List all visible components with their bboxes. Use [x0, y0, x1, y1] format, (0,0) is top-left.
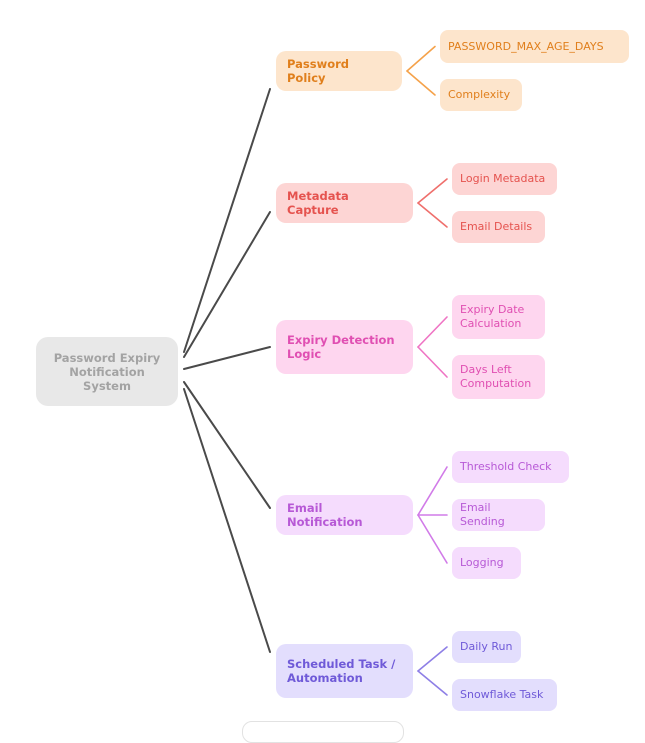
leaf-node[interactable]: PASSWORD_MAX_AGE_DAYS	[440, 30, 629, 63]
connector-root-metadata-capture	[183, 211, 271, 358]
connector-password-policy-1	[406, 70, 436, 96]
connector-root-scheduled-task-automation	[183, 388, 271, 653]
connector-scheduled-task-automation-0	[417, 646, 448, 672]
leaf-node[interactable]: Days Left Computation	[452, 355, 545, 399]
connector-root-password-policy	[183, 88, 271, 353]
root-node[interactable]: Password Expiry Notification System	[36, 337, 178, 406]
connector-metadata-capture-1	[417, 202, 448, 228]
connector-expiry-detection-logic-1	[417, 346, 448, 378]
leaf-label: Complexity	[448, 88, 511, 101]
leaf-label: Expiry Date Calculation	[460, 303, 525, 330]
branch-node-email-notification[interactable]: Email Notification	[276, 495, 413, 535]
leaf-node[interactable]: Threshold Check	[452, 451, 569, 483]
connector-expiry-detection-logic-0	[417, 316, 448, 348]
leaf-node[interactable]: Email Details	[452, 211, 545, 243]
leaf-label: Days Left Computation	[460, 363, 532, 390]
leaf-node[interactable]: Email Sending	[452, 499, 545, 531]
leaf-label: Logging	[460, 556, 504, 569]
leaf-node[interactable]: Complexity	[440, 79, 522, 111]
branch-label: Metadata Capture	[287, 189, 349, 217]
branch-label: Email Notification	[287, 501, 363, 529]
connector-scheduled-task-automation-1	[417, 670, 448, 696]
branch-node-expiry-detection-logic[interactable]: Expiry Detection Logic	[276, 320, 413, 374]
leaf-label: Email Sending	[460, 501, 505, 528]
connector-email-notification-2	[417, 514, 448, 564]
branch-node-scheduled-task-automation[interactable]: Scheduled Task / Automation	[276, 644, 413, 698]
leaf-label: Email Details	[460, 220, 533, 233]
connector-root-expiry-detection-logic	[183, 346, 271, 370]
leaf-node[interactable]: Daily Run	[452, 631, 521, 663]
leaf-label: Daily Run	[460, 640, 513, 653]
branch-label: Password Policy	[287, 57, 349, 85]
leaf-node[interactable]: Expiry Date Calculation	[452, 295, 545, 339]
connector-password-policy-0	[406, 45, 436, 72]
connector-metadata-capture-0	[417, 178, 448, 204]
leaf-node[interactable]: Logging	[452, 547, 521, 579]
connector-email-notification-0	[417, 466, 448, 516]
branch-node-password-policy[interactable]: Password Policy	[276, 51, 402, 91]
branch-node-metadata-capture[interactable]: Metadata Capture	[276, 183, 413, 223]
branch-label: Scheduled Task / Automation	[287, 657, 396, 685]
branch-label: Expiry Detection Logic	[287, 333, 395, 361]
leaf-label: Login Metadata	[460, 172, 546, 185]
leaf-label: PASSWORD_MAX_AGE_DAYS	[448, 39, 604, 53]
leaf-label: Snowflake Task	[460, 688, 544, 701]
leaf-node[interactable]: Snowflake Task	[452, 679, 557, 711]
root-label: Password Expiry Notification System	[53, 350, 161, 393]
scroll-indicator	[242, 721, 404, 743]
leaf-label: Threshold Check	[460, 460, 552, 473]
leaf-node[interactable]: Login Metadata	[452, 163, 557, 195]
connector-root-email-notification	[183, 381, 271, 509]
